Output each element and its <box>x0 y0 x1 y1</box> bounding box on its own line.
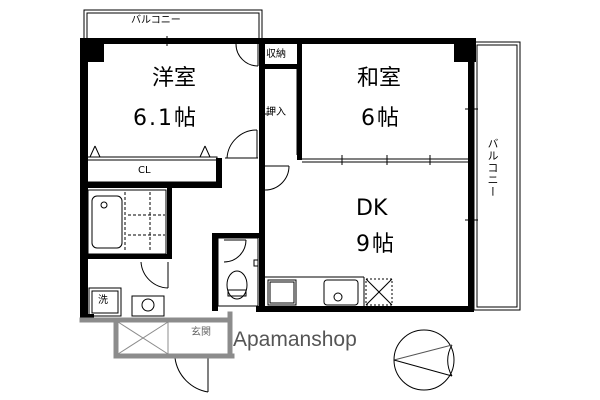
balcony-top-label: バルコニー <box>131 15 181 26</box>
entrance <box>79 311 235 359</box>
entrance-label: 玄関 <box>191 327 211 338</box>
walls <box>80 38 476 320</box>
balcony-right-label: バルコニー <box>486 138 499 198</box>
compass-icon <box>393 329 455 391</box>
doors <box>140 43 290 393</box>
japanese-room-size: 6帖 <box>361 106 401 131</box>
toilet <box>217 237 259 307</box>
windows <box>86 36 478 260</box>
washer-label: 洗 <box>98 295 108 306</box>
dk-room-size: 9帖 <box>356 232 396 257</box>
western-room-name: 洋室 <box>152 66 197 91</box>
dk-room-name: DK <box>356 196 388 221</box>
watermark-apamanshop: Apamanshop <box>233 328 357 351</box>
western-room-size: 6.1帖 <box>133 106 198 131</box>
kitchen-counter <box>265 276 393 306</box>
oshiire-label: 押入 <box>266 107 286 118</box>
bathroom <box>87 189 167 255</box>
closet-cl-label: CL <box>138 165 151 176</box>
japanese-room-name: 和室 <box>357 66 402 91</box>
storage-label: 収納 <box>266 49 286 60</box>
washroom-fixtures <box>88 287 165 317</box>
